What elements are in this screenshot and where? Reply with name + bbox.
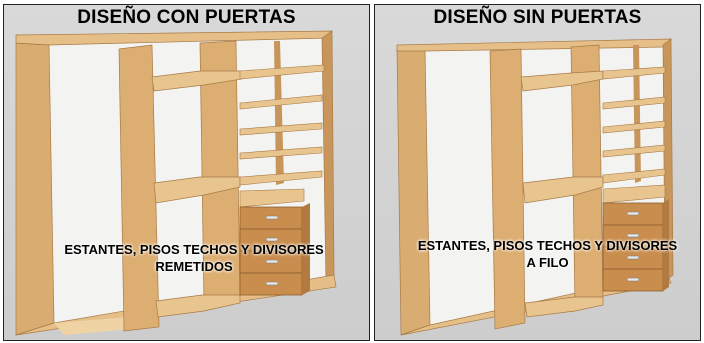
divider-1 — [118, 44, 160, 332]
drawer-stack — [239, 203, 310, 296]
drawer-side — [302, 203, 310, 295]
drawer-handle — [626, 233, 640, 238]
divider-3 — [274, 41, 284, 185]
shelf-lower — [155, 294, 241, 318]
shelf-right-3 — [239, 122, 323, 136]
shelf-right-5 — [602, 168, 666, 184]
panel-with-doors: DISEÑO CON PUERTAS — [3, 4, 370, 341]
wardrobe-illustration — [396, 38, 674, 336]
shelf-right-3 — [602, 120, 666, 134]
caption-line: A FILO — [526, 255, 569, 270]
drawer-handle — [265, 281, 279, 286]
drawer-handle — [626, 211, 640, 216]
left-side-panel — [396, 48, 431, 336]
caption-line: ESTANTES, PISOS TECHOS Y DIVISORES — [64, 242, 324, 257]
shelf-right-5 — [239, 170, 323, 186]
drawer-top — [602, 184, 666, 204]
caption-line: ESTANTES, PISOS TECHOS Y DIVISORES — [417, 238, 678, 253]
shelf-middle — [153, 176, 241, 204]
shelf-right-1 — [602, 66, 666, 80]
caption-line: REMETIDOS — [155, 259, 233, 274]
top-panel — [15, 30, 333, 46]
drawer-handle — [626, 277, 640, 282]
panel-title: DISEÑO SIN PUERTAS — [433, 7, 642, 28]
divider-1 — [489, 48, 526, 330]
panel-title: DISEÑO CON PUERTAS — [77, 7, 296, 28]
drawer-side — [663, 199, 669, 291]
shelf-right-4 — [239, 146, 323, 160]
shelf-right-1 — [239, 64, 325, 80]
shelf-right-2 — [602, 96, 666, 110]
panel-without-doors: DISEÑO SIN PUERTAS — [374, 4, 701, 341]
wardrobe-illustration — [15, 30, 337, 336]
shelf-right-2 — [239, 94, 323, 110]
drawer-handle — [265, 215, 279, 220]
drawer-handle — [626, 255, 640, 260]
caption: ESTANTES, PISOS TECHOS Y DIVISORES A FIL… — [390, 237, 700, 271]
drawer-stack — [602, 199, 669, 292]
shelf-middle — [522, 176, 604, 204]
top-panel — [396, 38, 672, 52]
left-side-panel — [15, 42, 55, 336]
drawer-handle — [265, 237, 279, 242]
shelf-right-4 — [602, 144, 666, 158]
drawer-handle — [265, 259, 279, 264]
drawer-top — [239, 188, 305, 208]
caption: ESTANTES, PISOS TECHOS Y DIVISORES REMET… — [34, 241, 354, 275]
shelf-lower — [524, 296, 604, 318]
